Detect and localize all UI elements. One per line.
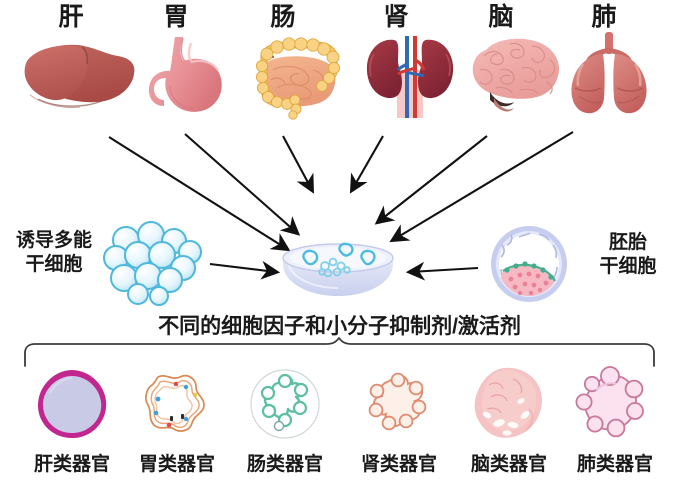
- organoid-label-kidney: 肾类器官: [360, 454, 437, 475]
- organ-label-brain: 脑: [488, 3, 514, 31]
- organoid-label-brain: 脑类器官: [470, 454, 547, 475]
- esc-label-line1: 胚胎: [608, 232, 647, 253]
- stomach-organoid-icon: [134, 369, 214, 439]
- liver-organoid-icon: [34, 367, 110, 441]
- distribution-brace: [0, 336, 679, 368]
- organ-label-kidney: 肾: [383, 3, 409, 31]
- intestine-icon: [249, 36, 349, 120]
- organ-label-lung: 肺: [591, 3, 617, 31]
- stemcell-to-dish-arrows: [209, 260, 479, 281]
- ipsc-label: 诱导多能 干细胞: [4, 229, 104, 277]
- organ-label-stomach: 胃: [163, 3, 189, 31]
- kidney-organoid-icon: [362, 369, 434, 441]
- brain-icon: [466, 36, 566, 114]
- ipsc-label-line1: 诱导多能: [15, 230, 92, 251]
- factors-text: 不同的细胞因子和小分子抑制剂/激活剂: [158, 315, 521, 338]
- organoid-label-liver: 肝类器官: [33, 454, 110, 475]
- esc-label: 胚胎 干细胞: [580, 231, 676, 279]
- organoid-label-stomach: 胃类器官: [138, 454, 215, 475]
- ipsc-cell-cluster-icon: [103, 221, 202, 306]
- lung-organoid-icon: [572, 366, 648, 442]
- petri-dish-icon: [279, 242, 397, 304]
- stomach-icon: [148, 34, 236, 118]
- liver-icon: [22, 40, 140, 118]
- intestine-organoid-icon: [248, 368, 322, 440]
- organoid-label-lung: 肺类器官: [576, 454, 653, 475]
- convergence-arrows: [108, 131, 574, 252]
- kidney-icon: [360, 30, 460, 120]
- esc-label-line2: 干细胞: [599, 255, 657, 277]
- organ-label-liver: 肝: [58, 3, 84, 31]
- ipsc-label-line2: 干细胞: [25, 253, 83, 275]
- organoid-label-intestine: 肠类器官: [246, 454, 323, 475]
- organ-label-intestine: 肠: [270, 3, 296, 31]
- brain-organoid-icon: [469, 363, 549, 443]
- blastocyst-icon: [487, 223, 571, 305]
- lung-icon: [563, 30, 655, 118]
